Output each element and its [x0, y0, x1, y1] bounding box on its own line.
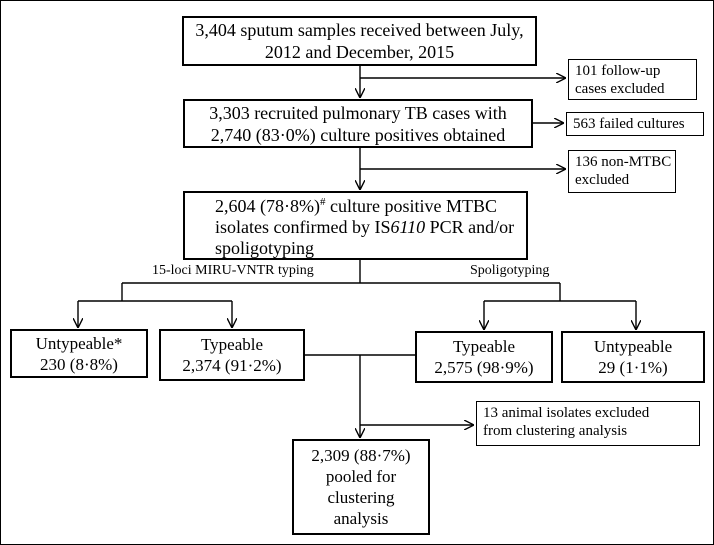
followup-excluded-box: 101 follow-up cases excluded — [568, 59, 697, 100]
miru-vntr-branch-label: 15-loci MIRU-VNTR typing — [152, 263, 314, 279]
spoligotyping-branch-label: Spoligotyping — [470, 263, 550, 279]
non-mtbc-excluded-box: 136 non-MTBC excluded — [568, 150, 676, 193]
typeable-miru-box: Typeable 2,374 (91·2%) — [159, 329, 305, 381]
confirmed-isolates-box: 2,604 (78·8%)# culture positive MTBC iso… — [183, 191, 528, 260]
untypeable-miru-box: Untypeable* 230 (8·8%) — [10, 329, 148, 378]
typeable-spoligo-box: Typeable 2,575 (98·9%) — [415, 331, 553, 383]
failed-cultures-box: 563 failed cultures — [566, 112, 704, 136]
animal-isolates-excluded-box: 13 animal isolates excluded from cluster… — [476, 401, 700, 446]
pooled-clustering-box: 2,309 (88·7%) pooled for clustering anal… — [292, 439, 430, 535]
recruited-cases-box: 3,303 recruited pulmonary TB cases with … — [183, 99, 533, 148]
samples-received-box: 3,404 sputum samples received between Ju… — [182, 16, 537, 66]
untypeable-spoligo-box: Untypeable 29 (1·1%) — [561, 331, 705, 383]
